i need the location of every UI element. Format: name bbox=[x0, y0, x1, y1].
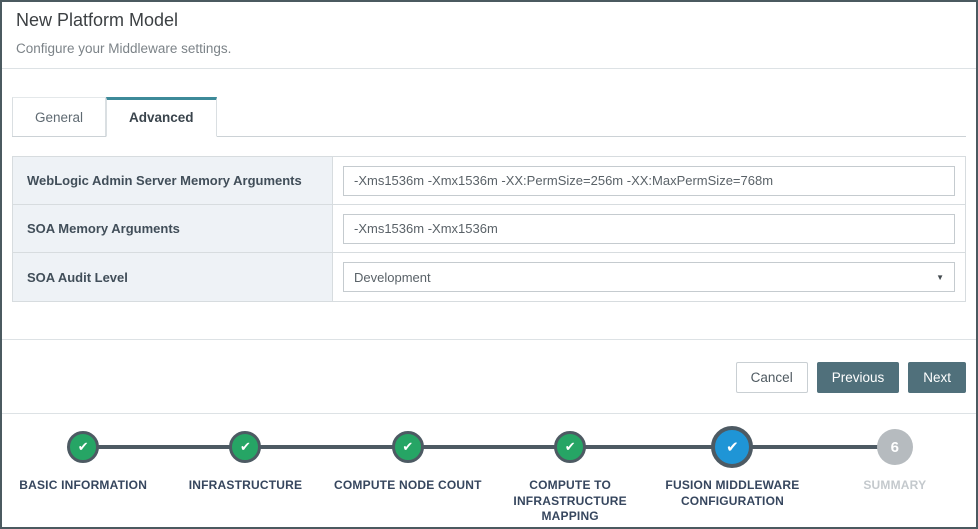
tab-advanced[interactable]: Advanced bbox=[106, 97, 217, 137]
tab-general[interactable]: General bbox=[12, 97, 107, 136]
soa-memory-input[interactable] bbox=[343, 213, 955, 244]
field-value-cell: Development ▼ bbox=[333, 253, 965, 301]
dialog-header: New Platform Model Configure your Middle… bbox=[2, 2, 976, 69]
step-circle: 6 bbox=[876, 429, 913, 465]
field-label-weblogic-admin-memory: WebLogic Admin Server Memory Arguments bbox=[13, 157, 333, 204]
button-bar: Cancel Previous Next bbox=[2, 340, 976, 413]
page-title: New Platform Model bbox=[16, 10, 179, 30]
step-connector-line bbox=[75, 445, 903, 449]
field-value-cell bbox=[333, 205, 965, 252]
step-label: COMPUTE NODE COUNT bbox=[334, 478, 482, 492]
middleware-settings-form: WebLogic Admin Server Memory Arguments S… bbox=[12, 156, 966, 302]
step-circle[interactable]: ✔ bbox=[229, 431, 262, 463]
step-label: BASIC INFORMATION bbox=[19, 478, 148, 492]
step-circle[interactable]: ✔ bbox=[67, 431, 100, 463]
step-basic-information: ✔ BASIC INFORMATION bbox=[2, 426, 164, 525]
check-icon: ✔ bbox=[402, 439, 414, 454]
check-icon: ✔ bbox=[240, 439, 251, 454]
wizard-step-tracker: ✔ BASIC INFORMATION ✔ INFRASTRUCTURE ✔ C… bbox=[2, 413, 976, 526]
step-compute-node-count: ✔ COMPUTE NODE COUNT bbox=[327, 426, 489, 525]
cancel-button[interactable]: Cancel bbox=[735, 362, 808, 393]
step-circle[interactable]: ✔ bbox=[711, 426, 754, 468]
step-label: SUMMARY bbox=[863, 478, 927, 492]
form-row: WebLogic Admin Server Memory Arguments bbox=[13, 157, 965, 205]
weblogic-admin-memory-input[interactable] bbox=[343, 165, 955, 196]
check-icon: ✔ bbox=[77, 439, 89, 454]
soa-audit-level-select[interactable]: Development ▼ bbox=[343, 262, 955, 292]
step-compute-to-infrastructure-mapping: ✔ COMPUTE TO INFRASTRUCTURE MAPPING bbox=[489, 426, 651, 525]
check-icon: ✔ bbox=[726, 439, 739, 456]
field-value-cell bbox=[333, 157, 965, 204]
step-fusion-middleware-configuration: ✔ FUSION MIDDLEWARE CONFIGURATION bbox=[651, 426, 813, 525]
page-subtitle: Configure your Middleware settings. bbox=[16, 41, 232, 56]
soa-audit-level-selected-value: Development bbox=[354, 269, 431, 285]
form-row: SOA Audit Level Development ▼ bbox=[13, 253, 965, 301]
step-summary: 6 SUMMARY bbox=[814, 426, 976, 525]
step-label: COMPUTE TO INFRASTRUCTURE MAPPING bbox=[513, 478, 627, 524]
footer-divider bbox=[2, 339, 976, 340]
step-number: 6 bbox=[890, 438, 899, 456]
form-row: SOA Memory Arguments bbox=[13, 205, 965, 253]
chevron-down-icon: ▼ bbox=[936, 272, 944, 282]
tab-bar: General Advanced bbox=[12, 97, 966, 137]
step-infrastructure: ✔ INFRASTRUCTURE bbox=[164, 426, 326, 525]
step-label: FUSION MIDDLEWARE CONFIGURATION bbox=[665, 478, 800, 508]
step-label: INFRASTRUCTURE bbox=[188, 478, 303, 492]
next-button[interactable]: Next bbox=[908, 362, 966, 393]
step-circle[interactable]: ✔ bbox=[554, 431, 587, 463]
field-label-soa-audit-level: SOA Audit Level bbox=[13, 253, 333, 301]
previous-button[interactable]: Previous bbox=[816, 362, 900, 393]
field-label-soa-memory: SOA Memory Arguments bbox=[13, 205, 333, 252]
step-circle[interactable]: ✔ bbox=[391, 431, 424, 463]
check-icon: ✔ bbox=[564, 439, 576, 454]
